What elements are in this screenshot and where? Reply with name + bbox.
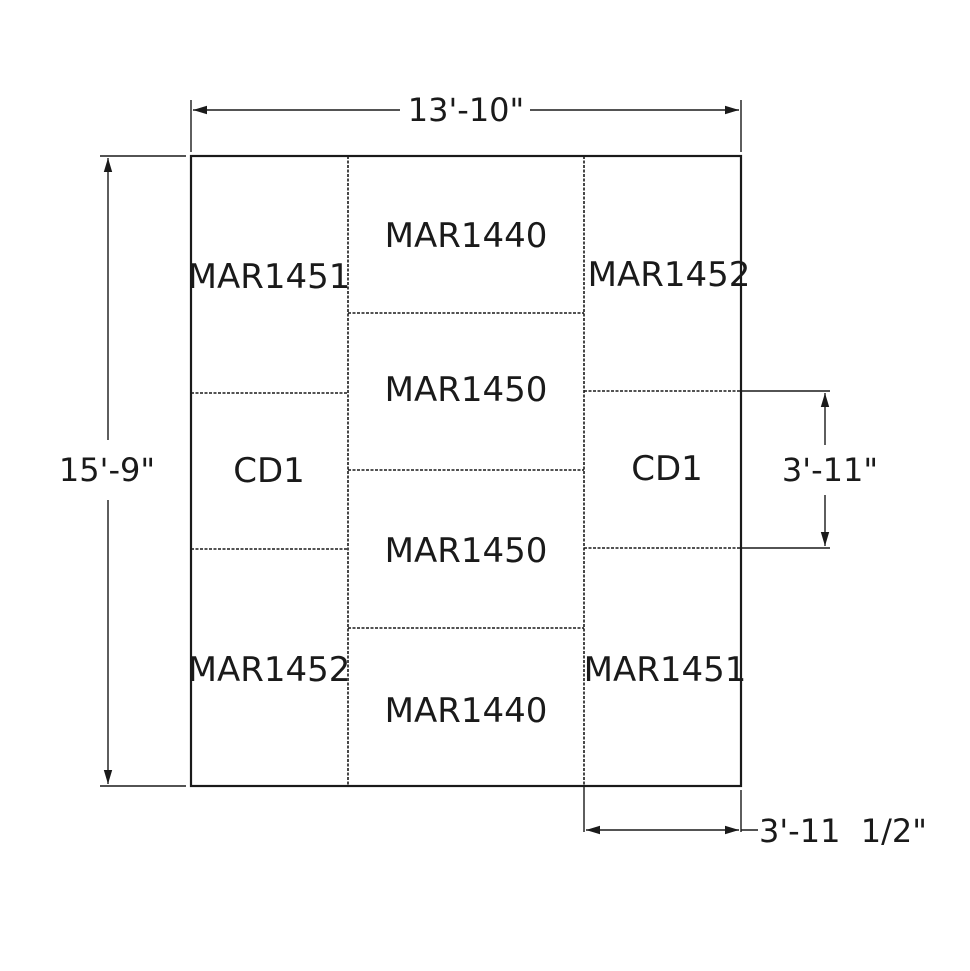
panel-left-bottom: MAR1452 [188, 650, 351, 690]
layout-outline [189, 154, 743, 788]
panel-height-label: 3'-11" [782, 451, 878, 489]
panel-right-bottom: MAR1451 [584, 650, 747, 690]
panel-right-top: MAR1452 [588, 255, 751, 295]
panel-center-3: MAR1450 [385, 531, 548, 571]
column-width-label: 3'-11 1/2" [759, 812, 927, 850]
panel-center-1: MAR1440 [385, 216, 548, 256]
overall-width-label: 13'-10" [408, 91, 525, 129]
panel-center-2: MAR1450 [385, 370, 548, 410]
panel-left-top: MAR1451 [188, 257, 351, 297]
panel-left-mid: CD1 [233, 451, 305, 491]
panel-center-4: MAR1440 [385, 691, 548, 731]
panel-right-mid: CD1 [631, 449, 703, 489]
overall-height-label: 15'-9" [59, 451, 155, 489]
